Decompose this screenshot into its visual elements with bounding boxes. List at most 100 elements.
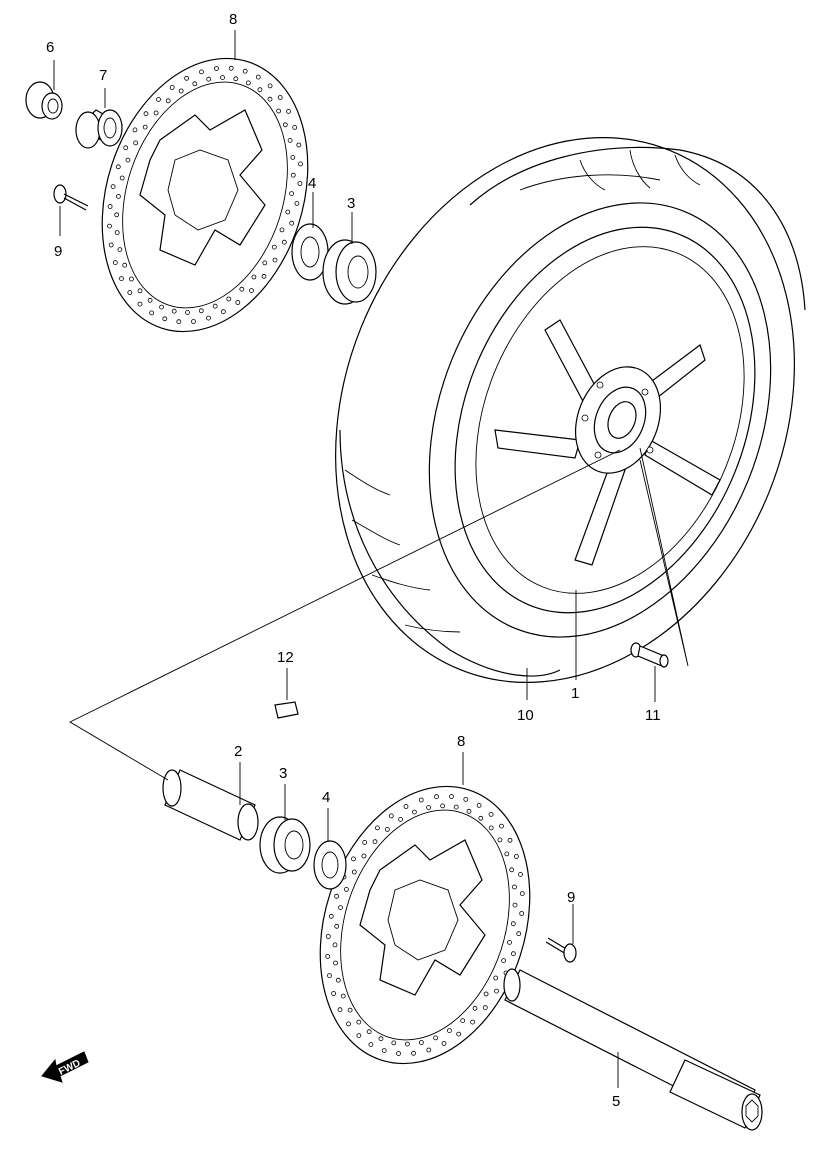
callout-6: 6 [46, 39, 54, 56]
disc-hole [334, 893, 340, 899]
disc-hole [512, 902, 518, 908]
disc-hole [411, 1050, 416, 1056]
assembly-line-axle [69, 449, 621, 781]
disc-hole [347, 1007, 353, 1013]
disc-hole [220, 309, 226, 315]
disc-hole [441, 1041, 447, 1046]
disc-hole [125, 157, 131, 163]
disc-hole [261, 273, 267, 279]
disc-hole [426, 805, 432, 810]
disc-hole [285, 209, 291, 215]
disc-hole [328, 913, 334, 919]
disc-hole [235, 300, 241, 305]
tire-tread [469, 146, 806, 311]
disc-hole [192, 81, 198, 87]
disc-hole [112, 260, 118, 266]
disc-hole [514, 854, 519, 859]
disc-hole [453, 804, 459, 810]
wheel-assembly [335, 137, 806, 683]
disc-hole [279, 227, 285, 233]
callout-9-bottom: 9 [567, 889, 575, 906]
disc-hole [351, 856, 356, 862]
disc-hole [137, 288, 143, 294]
disc-hole [411, 809, 417, 815]
disc-hole [362, 840, 368, 845]
disc-hole [501, 958, 507, 963]
disc-hole [143, 111, 149, 117]
disc-hole [356, 1033, 362, 1038]
disc-hole [156, 97, 161, 102]
disc-hole [171, 308, 177, 314]
callout-10: 10 [517, 707, 534, 724]
callout-8-top: 8 [229, 11, 237, 28]
disc-hole [198, 308, 204, 314]
disc-hole [384, 827, 390, 832]
disc-hole [470, 1019, 476, 1025]
disc-hole [296, 142, 302, 148]
disc-hole [426, 1047, 432, 1053]
spoke-5 [644, 439, 721, 496]
tire-sidewall [339, 429, 561, 677]
disc-hole [286, 109, 291, 114]
disc-hole [488, 825, 494, 831]
valve-part-11 [630, 642, 669, 668]
disc-hole [133, 140, 139, 146]
disc-hole [119, 175, 125, 181]
disc-hole [184, 75, 190, 81]
disc-hole [276, 108, 282, 114]
disc-hole [122, 262, 128, 268]
disc-hole [334, 923, 340, 929]
disc-hole [239, 286, 245, 292]
disc-hole [466, 808, 472, 814]
disc-hole [440, 803, 446, 809]
disc-hole [507, 837, 513, 843]
disc-hole [478, 815, 484, 821]
disc-hole [147, 297, 153, 303]
disc-hole [351, 869, 357, 875]
tire-outline [335, 137, 795, 683]
disc-hole [206, 315, 211, 321]
disc-hole [220, 75, 225, 80]
axle-part-5 [503, 968, 763, 1131]
disc-hole [272, 257, 278, 263]
bolt-part-9-bottom [545, 937, 577, 963]
disc-hole [325, 954, 331, 959]
disc-hole [511, 951, 516, 957]
disc-hole [446, 1028, 452, 1033]
disc-hole [137, 301, 143, 307]
disc-hole [132, 127, 138, 133]
disc-hole [114, 212, 120, 218]
disc-hole [110, 184, 116, 190]
disc-hole [497, 837, 503, 843]
disc-hole [381, 1048, 387, 1053]
disc-hole [159, 304, 165, 310]
wheel-hub [574, 366, 662, 474]
disc-hole [516, 931, 522, 937]
disc-hole [108, 242, 114, 248]
disc-hole [374, 825, 380, 831]
spoke-3 [494, 429, 581, 459]
disc-hole [212, 303, 218, 309]
disc-hole [378, 1036, 384, 1042]
disc-hole [433, 1035, 439, 1041]
disc-hole [418, 797, 424, 803]
disc-hole [361, 853, 367, 859]
disc-hole [153, 110, 159, 116]
fwd-label: FWD [57, 1058, 82, 1078]
disc-hole [509, 867, 515, 873]
disc-hole [368, 1042, 374, 1047]
disc-hole [434, 794, 439, 800]
disc-hole [337, 1007, 343, 1013]
disc-hole [290, 172, 296, 178]
disc-hole [107, 204, 113, 209]
disc-hole [292, 125, 298, 130]
disc-hole [338, 905, 343, 910]
disc-hole [176, 319, 182, 325]
brake-disc-bottom [319, 785, 531, 1065]
disc-hole [162, 316, 168, 322]
disc-hole [327, 973, 332, 978]
disc-hole [403, 804, 409, 809]
disc-hole [185, 309, 190, 315]
disc-hole [388, 813, 394, 819]
